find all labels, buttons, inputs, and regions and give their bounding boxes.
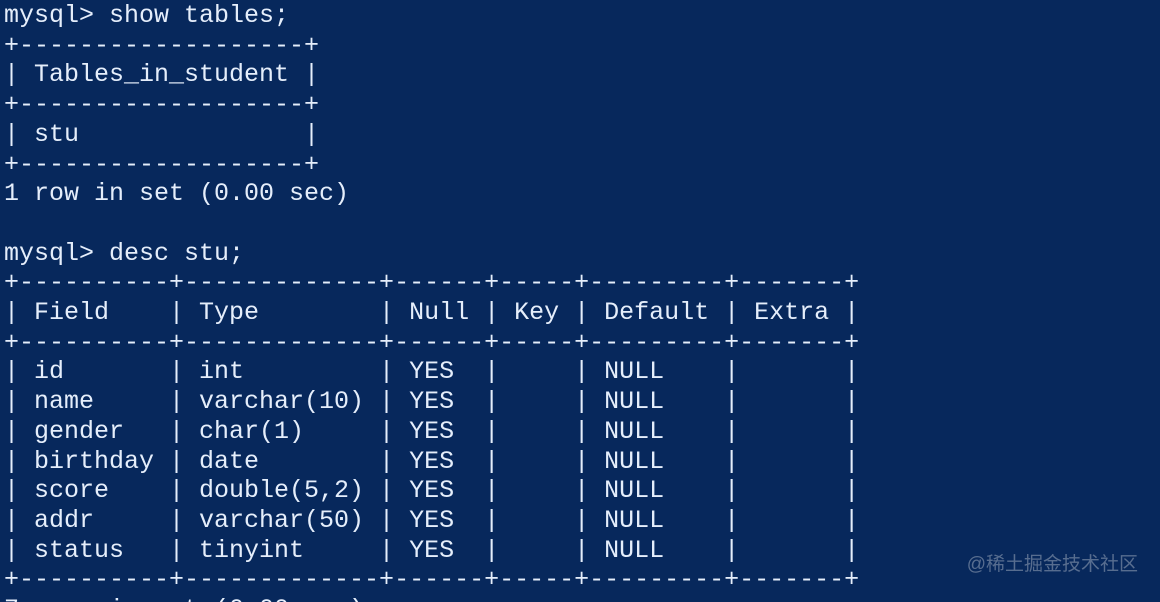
terminal-window: mysql> show tables; +-------------------…: [4, 1, 860, 602]
terminal-output: mysql> show tables; +-------------------…: [4, 1, 860, 602]
